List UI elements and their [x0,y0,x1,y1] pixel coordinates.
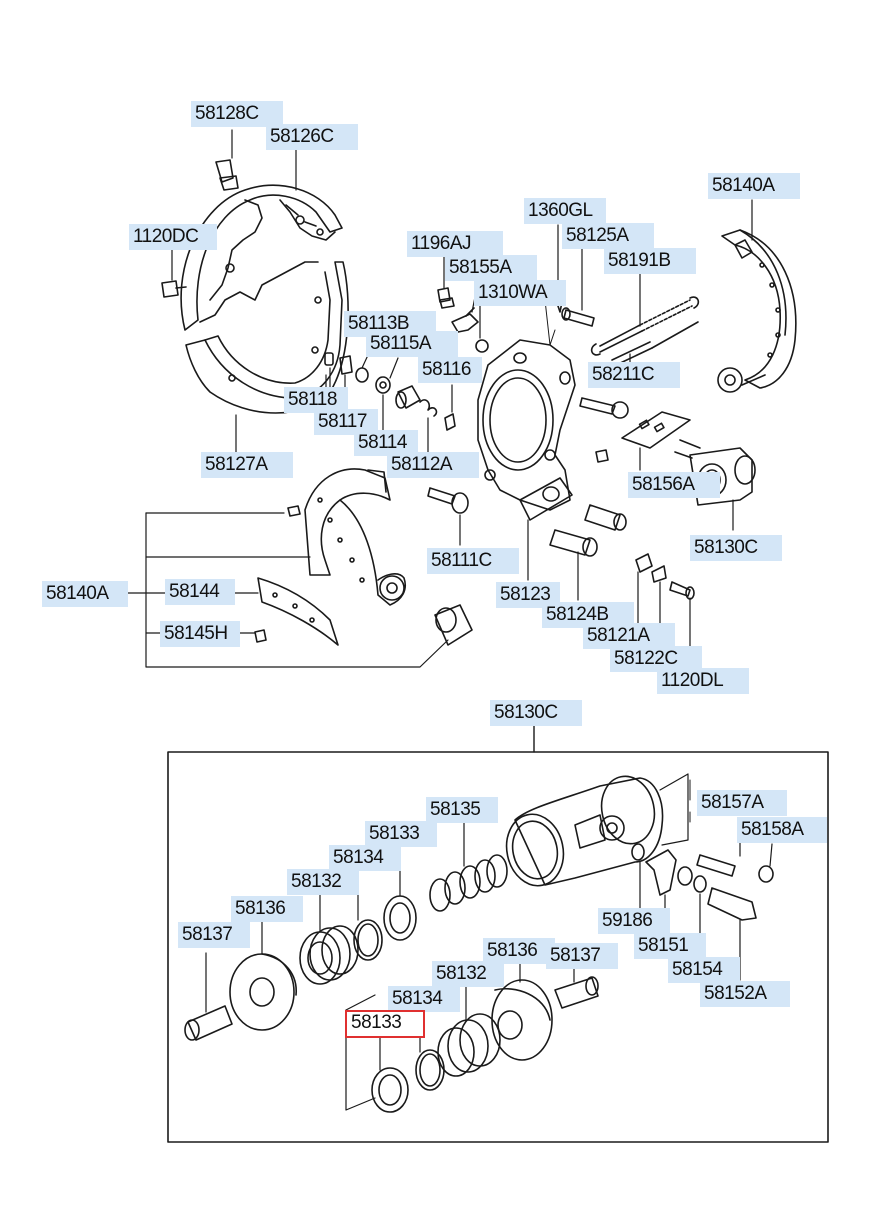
brake-shoe-left [304,468,406,606]
label-58114[interactable]: 58114 [354,430,418,456]
cup-58133-lower [371,1035,409,1113]
rivet-58145H [254,629,267,643]
label-1310WA[interactable]: 1310WA [474,280,566,306]
label-58211C[interactable]: 58211C [588,362,680,388]
pin-58211C [579,397,629,463]
label-1360GL[interactable]: 1360GL [524,198,606,224]
ring-58134-upper [353,869,383,961]
backing-plate-58126C [180,184,343,331]
label-58137-b[interactable]: 58137 [546,943,618,969]
lining-58144 [257,577,339,646]
label-58154[interactable]: 58154 [668,957,740,983]
label-58156A[interactable]: 58156A [628,472,720,498]
label-58132-a[interactable]: 58132 [287,869,359,895]
label-58134-b[interactable]: 58134 [388,986,460,1012]
label-58112A[interactable]: 58112A [387,452,479,478]
boot-58136-lower [491,963,553,1061]
label-58127A[interactable]: 58127A [201,452,293,478]
label-58126C[interactable]: 58126C [266,124,358,150]
label-58140A-top[interactable]: 58140A [708,173,800,199]
pin-58137-lower [554,967,599,1009]
label-58133-b-highlighted[interactable]: 58133 [345,1010,425,1038]
label-58158A[interactable]: 58158A [737,817,827,843]
return-springs-58191B [590,271,700,373]
label-58118[interactable]: 58118 [284,387,348,413]
label-58145H[interactable]: 58145H [160,621,240,647]
adjuster-small-parts [324,339,456,456]
bolt-58128C [215,159,239,191]
ring-58134-lower [415,1009,445,1091]
label-58191B[interactable]: 58191B [604,248,696,274]
label-58151[interactable]: 58151 [634,933,706,959]
pin-top-left [287,505,301,517]
label-58130C-box[interactable]: 58130C [490,700,582,726]
plate-58156A [621,411,691,471]
label-58136-b[interactable]: 58136 [483,938,555,964]
label-58121A[interactable]: 58121A [583,623,675,649]
label-58144[interactable]: 58144 [165,579,235,605]
label-58157A[interactable]: 58157A [697,790,787,816]
brake-shoe-top-right [717,199,797,393]
boot-58136-upper [229,921,297,1031]
label-58116[interactable]: 58116 [418,357,482,383]
bushing [434,604,473,646]
bolt-58111C [427,487,469,546]
label-58155A[interactable]: 58155A [445,255,537,281]
piston-58132-upper [299,893,359,985]
pistons-58124B [549,504,627,601]
cylinder-body [505,773,689,887]
label-58135[interactable]: 58135 [426,797,498,823]
label-58134-a[interactable]: 58134 [329,845,401,871]
leader-lower-left [345,994,376,1111]
label-58132-b[interactable]: 58132 [432,961,504,987]
label-58122C[interactable]: 58122C [610,646,702,672]
label-58137-a[interactable]: 58137 [178,922,250,948]
mounting-bracket-58123 [477,299,576,581]
label-58152A[interactable]: 58152A [700,981,790,1007]
label-59186[interactable]: 59186 [598,908,670,934]
piston-58132-lower [437,986,501,1077]
label-58111C[interactable]: 58111C [427,548,519,574]
pin-58137-upper [184,952,233,1041]
label-58125A[interactable]: 58125A [562,223,654,249]
spring-58135 [429,821,508,912]
label-58133-a[interactable]: 58133 [365,821,437,847]
label-58140A-left[interactable]: 58140A [42,581,128,607]
cylinder-detail-box [167,751,829,1143]
bolt-1120DC [161,280,187,298]
label-58115A[interactable]: 58115A [366,331,458,357]
cup-58133-upper [383,845,417,941]
label-58136-a[interactable]: 58136 [231,896,303,922]
group-bracket-58140A [125,512,449,668]
dust-shield-58127A [185,261,349,414]
label-1196AJ[interactable]: 1196AJ [407,231,503,257]
label-58128C[interactable]: 58128C [191,101,283,127]
label-58130C-top[interactable]: 58130C [690,535,782,561]
label-1120DC[interactable]: 1120DC [129,224,217,250]
label-1120DL[interactable]: 1120DL [657,668,749,694]
